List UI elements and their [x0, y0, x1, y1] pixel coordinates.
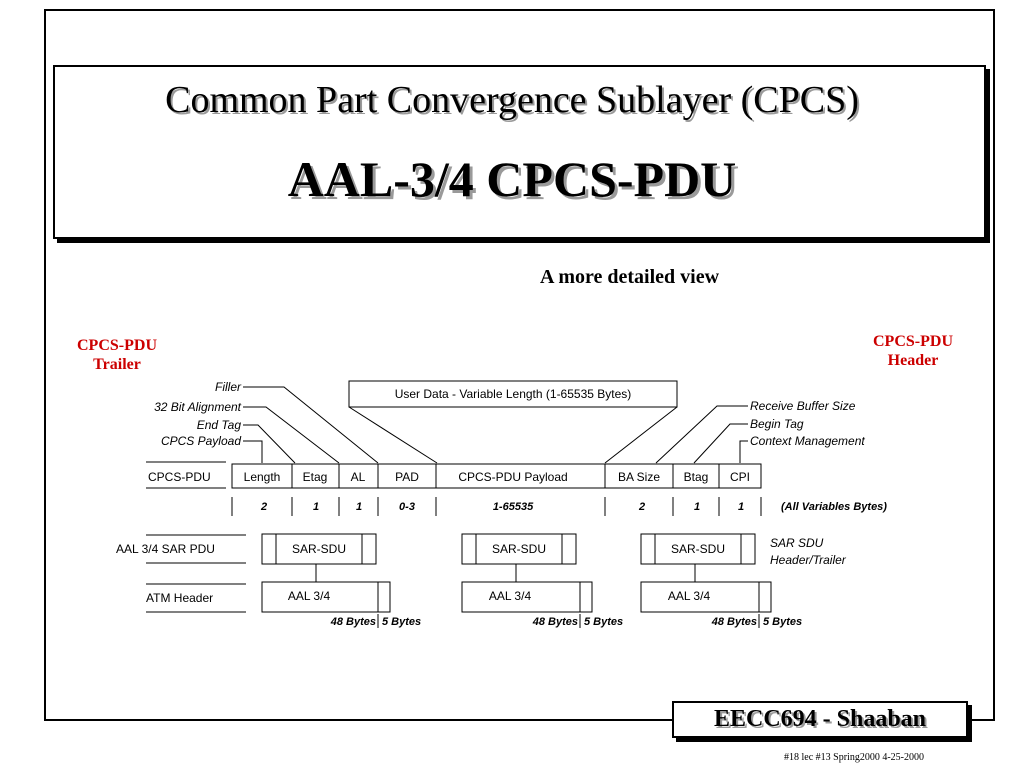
- payload-bytes-1: 48 Bytes: [330, 616, 376, 628]
- slide-footnote: #18 lec #13 Spring2000 4-25-2000: [784, 752, 924, 763]
- payload-bytes-3: 48 Bytes: [711, 616, 757, 628]
- size-length: 2: [260, 501, 267, 513]
- course-badge: EECC694 - Shaaban: [672, 701, 968, 738]
- row-label-sar-pdu: AAL 3/4 SAR PDU: [116, 542, 215, 556]
- size-cpi: 1: [738, 501, 744, 513]
- slide-heading: AAL-3/4 CPCS-PDU: [287, 151, 737, 207]
- subtitle: A more detailed view: [540, 266, 720, 288]
- slide-frame: [44, 9, 995, 721]
- payload-bytes-2: 48 Bytes: [532, 616, 578, 628]
- receive-buffer-callout: Receive Buffer Size: [750, 399, 856, 413]
- header-label-line2: Header: [887, 352, 939, 369]
- payload-leader: [243, 440, 263, 463]
- size-etag: 1: [313, 501, 319, 513]
- context-mgmt-callout: Context Management: [750, 434, 865, 448]
- size-basize: 2: [638, 501, 645, 513]
- aal-label-3: AAL 3/4: [668, 589, 711, 603]
- end-tag-callout: End Tag: [197, 418, 242, 432]
- sar-note-line1: SAR SDU: [770, 536, 824, 550]
- row-label-cpcs-pdu: CPCS-PDU: [148, 470, 211, 484]
- alignment-leader: [243, 406, 340, 464]
- header-bytes-3: 5 Bytes: [763, 616, 802, 628]
- end-tag-leader: [243, 424, 296, 464]
- begin-tag-callout: Begin Tag: [750, 417, 804, 431]
- begin-tag-leader: [693, 423, 748, 464]
- sar-note-line2: Header/Trailer: [770, 553, 847, 567]
- size-payload: 1-65535: [493, 501, 534, 513]
- trailer-label-line2: Trailer: [93, 356, 141, 373]
- field-al: AL: [351, 470, 366, 484]
- header-label: CPCS-PDU Header: [858, 332, 968, 370]
- user-data-left-line: [348, 406, 438, 464]
- row-label-atm-header: ATM Header: [146, 591, 213, 605]
- sizes-note: (All Variables Bytes): [781, 501, 887, 513]
- header-bytes-2: 5 Bytes: [584, 616, 623, 628]
- field-basize: BA Size: [618, 470, 660, 484]
- size-pad: 0-3: [399, 501, 415, 513]
- aal-label-1: AAL 3/4: [288, 589, 331, 603]
- aal-label-2: AAL 3/4: [489, 589, 532, 603]
- trailer-label-line1: CPCS-PDU: [77, 337, 157, 354]
- sar-group-3: [640, 533, 772, 613]
- user-data-right-line: [604, 406, 678, 464]
- alignment-callout: 32 Bit Alignment: [154, 400, 242, 414]
- slide-title: Common Part Convergence Sublayer (CPCS): [165, 79, 859, 121]
- filler-callout: Filler: [215, 380, 242, 394]
- header-label-line1: CPCS-PDU: [873, 333, 953, 350]
- sar-sdu-label-3: SAR-SDU: [671, 542, 725, 556]
- filler-leader: [243, 386, 379, 464]
- field-cpi-box: [718, 463, 762, 489]
- sar-sdu-label-2: SAR-SDU: [492, 542, 546, 556]
- sar-group-1: [261, 533, 391, 613]
- field-length: Length: [244, 470, 281, 484]
- receive-buffer-leader: [655, 405, 748, 464]
- header-bytes-1: 5 Bytes: [382, 616, 421, 628]
- title-box: [53, 65, 986, 239]
- field-pad: PAD: [395, 470, 419, 484]
- user-data-box: [348, 380, 678, 408]
- user-data-text: User Data - Variable Length (1-65535 Byt…: [395, 387, 632, 401]
- field-payload: CPCS-PDU Payload: [458, 470, 567, 484]
- sar-sdu-label-1: SAR-SDU: [292, 542, 346, 556]
- field-etag: Etag: [303, 470, 328, 484]
- field-btag: Btag: [684, 470, 709, 484]
- cpcs-payload-callout: CPCS Payload: [161, 434, 241, 448]
- sar-group-2: [461, 533, 593, 613]
- size-btag: 1: [694, 501, 700, 513]
- trailer-label: CPCS-PDU Trailer: [62, 336, 172, 374]
- field-cpi: CPI: [730, 470, 750, 484]
- size-al: 1: [356, 501, 362, 513]
- context-mgmt-leader: [739, 440, 748, 463]
